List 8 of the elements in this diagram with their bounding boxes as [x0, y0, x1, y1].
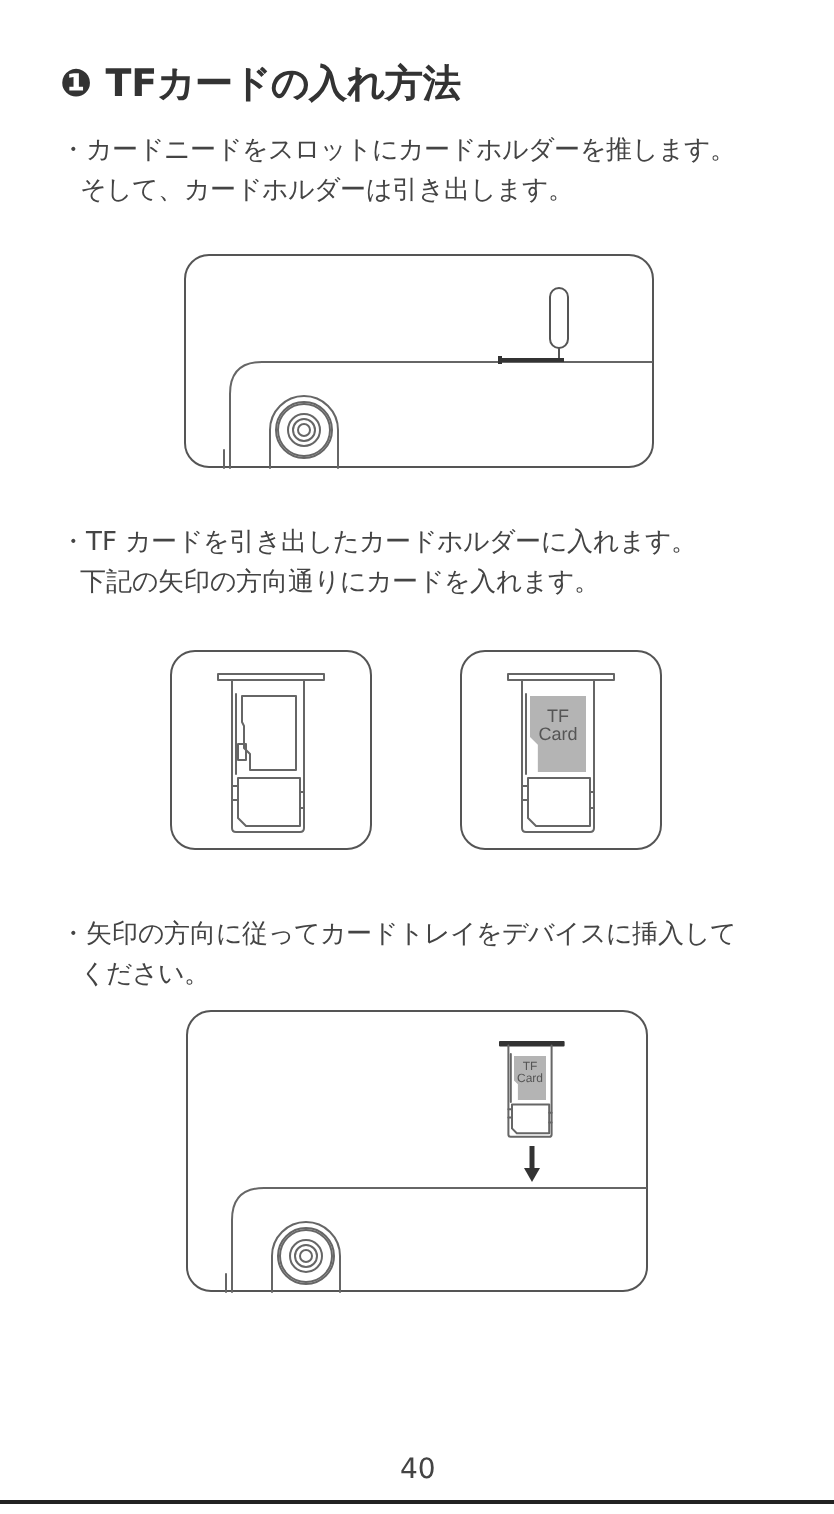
- page-title: ❶ TFカードの入れ方法: [60, 60, 462, 108]
- memory-card: [530, 696, 586, 772]
- card-label: TF Card: [536, 708, 580, 744]
- page-number: 40: [400, 1452, 436, 1488]
- instruction-text: ・TF カードを引き出したカードホルダーに入れます。下記の矢印の方向通りにカードを入れます。: [60, 526, 700, 602]
- memory-card: [513, 1055, 547, 1101]
- instruction-text: ・カードニードをスロットにカードホルダーを推します。そして、カードホルダーは引き出します。: [60, 134, 738, 210]
- instruction-text: ・矢印の方向に従ってカードトレイをデバイスに挿入してください。: [60, 918, 738, 994]
